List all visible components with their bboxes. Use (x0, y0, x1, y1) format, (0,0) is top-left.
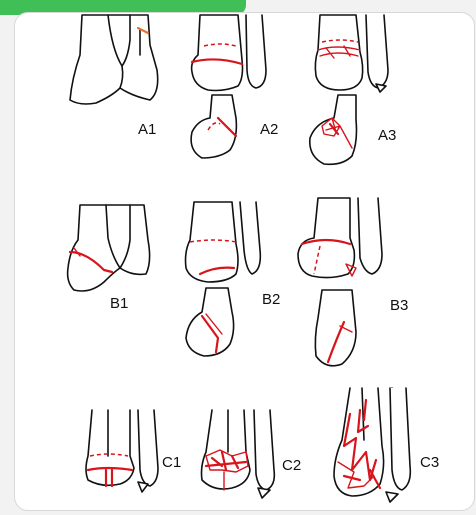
label-a2: A2 (260, 122, 278, 137)
diagram-c2 (202, 410, 275, 498)
label-a3: A3 (378, 128, 396, 143)
label-c3: C3 (420, 455, 439, 470)
label-b2: B2 (262, 292, 280, 307)
diagram-a3-front (315, 15, 388, 92)
diagram-b1 (68, 205, 150, 291)
diagram-a2-lateral (191, 95, 236, 158)
label-c2: C2 (282, 458, 301, 473)
diagram-b2-front (186, 202, 261, 282)
label-c1: C1 (162, 455, 181, 470)
diagram-a3-lateral (310, 95, 357, 164)
diagram-c1 (86, 410, 158, 492)
label-a1: A1 (138, 122, 156, 137)
label-b1: B1 (110, 296, 128, 311)
diagram-b2-lateral (186, 288, 234, 356)
diagram-b3-lateral (315, 290, 356, 366)
diagram-a2-front (192, 15, 266, 91)
diagram-a1 (70, 15, 158, 104)
label-b3: B3 (390, 298, 408, 313)
diagram-c3 (334, 388, 410, 502)
diagram-b3-front (298, 198, 382, 278)
